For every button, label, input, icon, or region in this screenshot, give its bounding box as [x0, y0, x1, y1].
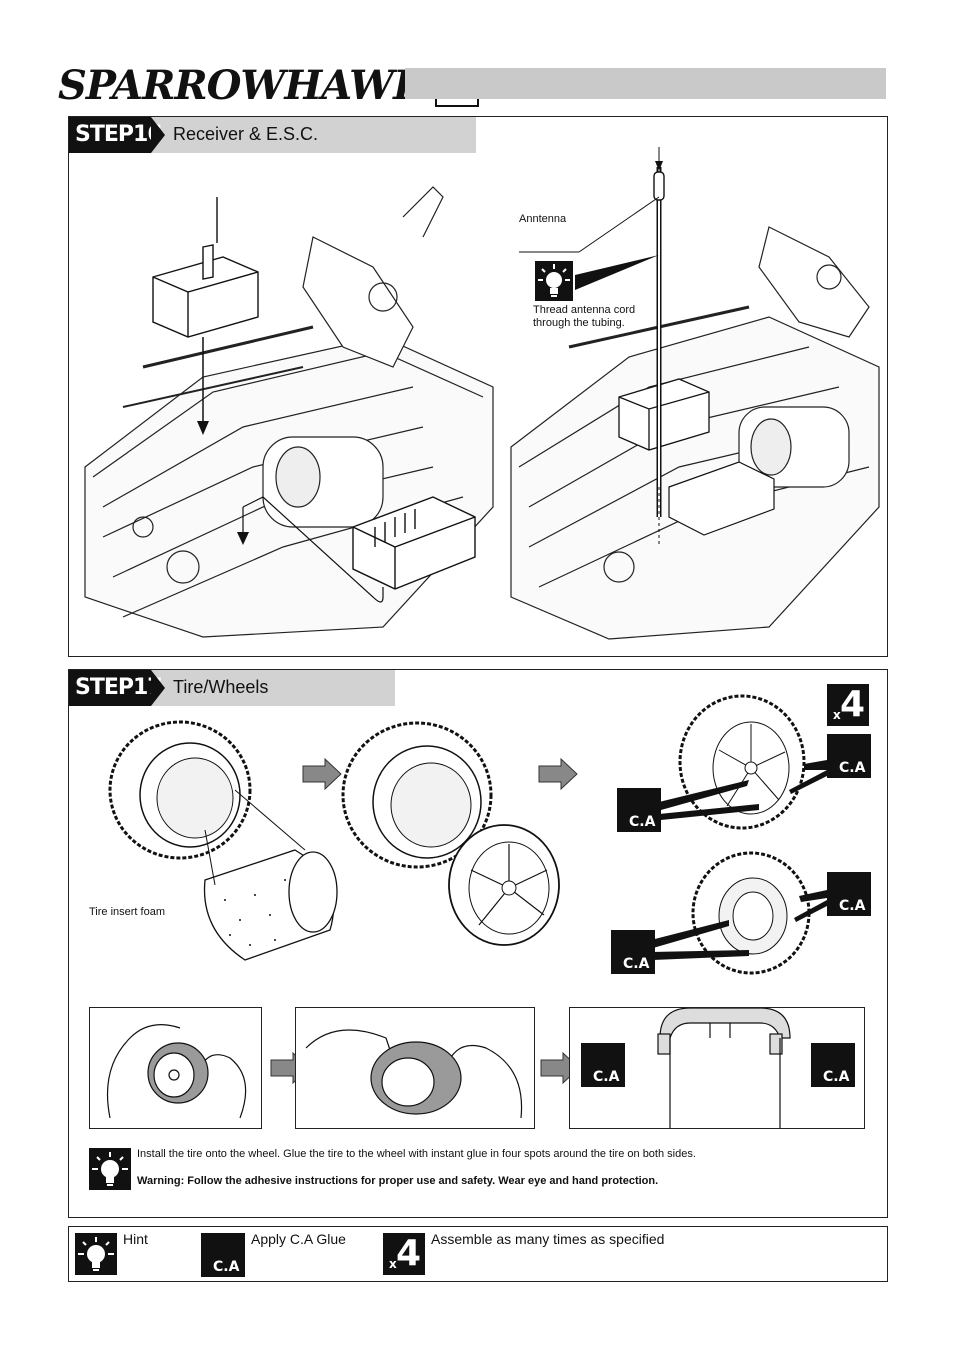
antenna-illustration [510, 147, 880, 640]
ca-glue-icon: C.A [827, 734, 871, 778]
header-bar [405, 68, 886, 99]
multiplier-badge: x 4 [827, 684, 869, 726]
glued-wheel-bottom [691, 851, 811, 975]
antenna-hint-line-1: Thread antenna cord [533, 304, 636, 316]
tire-wheel-illustration [341, 721, 560, 946]
legend-section: Hint C.A Apply C.A Glue x 4 Assemble as … [68, 1226, 888, 1282]
glue-pointer-lines [651, 760, 827, 960]
ca-glue-icon: C.A [617, 788, 661, 832]
hands-install-box-1 [89, 1007, 262, 1129]
ca-glue-icon: C.A [581, 1043, 625, 1087]
step17-title: Tire/Wheels [173, 677, 269, 697]
hint-icon [75, 1233, 117, 1275]
legend-hint-label: Hint [123, 1231, 148, 1247]
hands-install-box-2 [295, 1007, 535, 1129]
arrow-right-icon [538, 758, 578, 790]
ca-glue-icon: C.A [827, 872, 871, 916]
step16-title: Receiver & E.S.C. [173, 124, 319, 144]
step16-badge: STEP16 [69, 117, 165, 153]
brand-logo: SPARROWHAWKXB [58, 62, 479, 122]
hint-icon [89, 1148, 131, 1190]
step17-badge: STEP17 [69, 670, 165, 706]
step17-section: Tire/Wheels STEP17 x 4 Tire insert foam [68, 669, 888, 1218]
tire-foam-illustration [108, 720, 338, 961]
multiplier-badge: x 4 [383, 1233, 425, 1275]
antenna-hint-line-2: through the tubing. [533, 317, 625, 329]
install-hint-text: Install the tire onto the wheel. Glue th… [137, 1148, 696, 1160]
legend-ca-label: Apply C.A Glue [251, 1231, 346, 1247]
ca-glue-icon: C.A [611, 930, 655, 974]
antenna-label: Anntenna [519, 213, 567, 225]
legend-assemble-label: Assemble as many times as specified [431, 1231, 665, 1247]
receiver-esc-illustration [84, 186, 494, 638]
hint-icon [535, 261, 573, 301]
warning-text: Warning: Follow the adhesive instruction… [137, 1175, 659, 1187]
arrow-right-icon [302, 758, 342, 790]
ca-glue-icon: C.A [201, 1233, 245, 1277]
ca-glue-icon: C.A [811, 1043, 855, 1087]
foam-label: Tire insert foam [89, 906, 166, 918]
step16-section: Receiver & E.S.C. STEP16 [68, 116, 888, 657]
logo-text: SPARROWHAWK [58, 62, 428, 109]
